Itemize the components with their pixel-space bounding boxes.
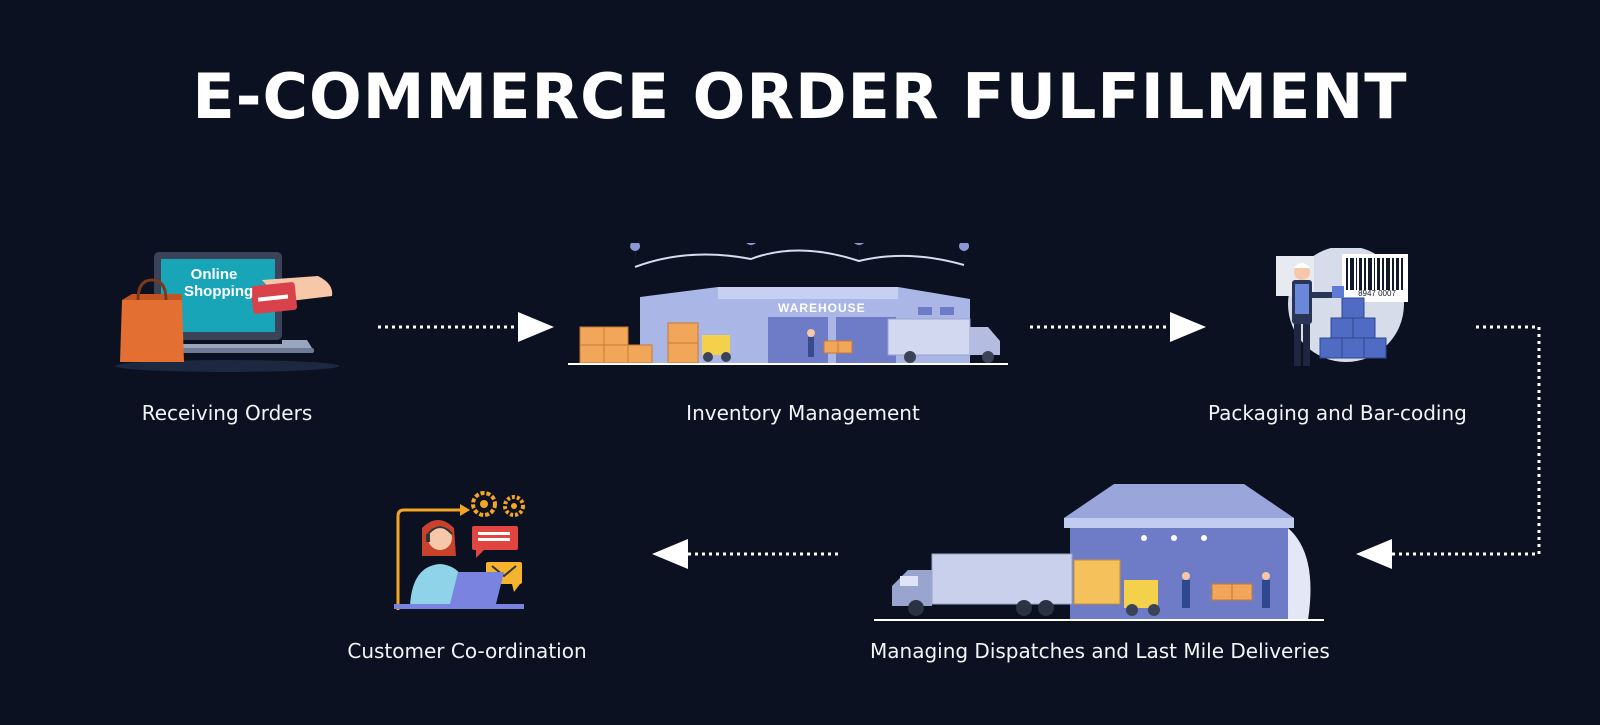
arrow-receiving-to-inventory xyxy=(378,312,554,342)
step-label-inventory-management: Inventory Management xyxy=(686,401,920,425)
warehouse-sign: WAREHOUSE xyxy=(778,301,866,315)
page-title: E-COMMERCE ORDER FULFILMENT xyxy=(192,60,1408,133)
barcode-number: 8947 0007 xyxy=(1358,289,1396,298)
arrow-dispatch-to-customer xyxy=(652,539,838,569)
step-label-receiving-orders: Receiving Orders xyxy=(141,401,313,425)
warehouse-icon: WAREHOUSE xyxy=(568,243,1028,373)
step-label-customer-coordination: Customer Co-ordination xyxy=(347,639,587,663)
arrow-inventory-to-packaging xyxy=(1030,312,1206,342)
step-label-managing-dispatches: Managing Dispatches and Last Mile Delive… xyxy=(870,639,1330,663)
screen-text-line-2: Shopping xyxy=(184,283,254,300)
step-label-packaging-barcoding: Packaging and Bar-coding xyxy=(1208,401,1467,425)
dispatch-truck-icon xyxy=(874,484,1324,624)
online-shopping-laptop-icon: Online Shopping xyxy=(112,244,342,374)
barcode-worker-icon: 8947 0007 xyxy=(1262,248,1412,376)
screen-text-line-1: Online xyxy=(190,266,238,283)
customer-support-icon xyxy=(392,486,542,622)
